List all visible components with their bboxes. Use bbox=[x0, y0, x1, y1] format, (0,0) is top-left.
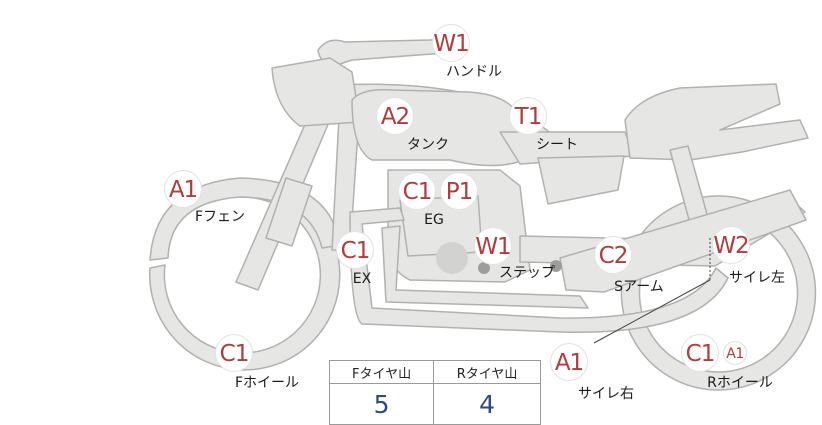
step-peg-dot-2 bbox=[550, 260, 562, 272]
step-peg-dot bbox=[478, 262, 490, 274]
seat-label: シート bbox=[536, 137, 578, 153]
front-wheel-shape bbox=[149, 179, 341, 371]
tire-table-header-row: Fタイヤ山 Rタイヤ山 bbox=[328, 360, 541, 384]
rear-tire-value[interactable]: 4 bbox=[433, 383, 541, 425]
rear-tire-header: Rタイヤ山 bbox=[433, 360, 541, 384]
tank-shape bbox=[351, 88, 523, 167]
handle-code-badge[interactable]: W1 bbox=[432, 24, 470, 62]
headlight-shape bbox=[271, 57, 361, 127]
muffler-right-label: サイレ右 bbox=[578, 386, 634, 402]
muffler-left-code-badge[interactable]: W2 bbox=[712, 226, 750, 264]
engine-code-badge-1[interactable]: C1 bbox=[398, 172, 436, 210]
front-fender-code-badge[interactable]: A1 bbox=[164, 170, 202, 208]
front-wheel-label: Fホイール bbox=[234, 375, 300, 391]
step-label: ステップ bbox=[499, 265, 555, 281]
side-cover-shape bbox=[537, 155, 625, 205]
exhaust-code-badge[interactable]: C1 bbox=[336, 231, 374, 269]
engine-code-badge-2[interactable]: P1 bbox=[440, 172, 478, 210]
muffler-right-leader bbox=[593, 279, 711, 344]
swing-arm-code-badge[interactable]: C2 bbox=[594, 236, 632, 274]
swing-arm-label: Sアーム bbox=[614, 279, 664, 295]
step-code-badge[interactable]: W1 bbox=[474, 227, 512, 265]
tank-label: タンク bbox=[407, 137, 449, 153]
tire-tread-table: Fタイヤ山 Rタイヤ山 5 4 bbox=[328, 360, 541, 425]
fork-tube-shape bbox=[265, 177, 313, 247]
rear-wheel-code-badge-2[interactable]: A1 bbox=[723, 341, 747, 365]
muffler-left-label: サイレ左 bbox=[729, 270, 785, 286]
front-wheel-code-badge[interactable]: C1 bbox=[215, 334, 253, 372]
front-tire-value[interactable]: 5 bbox=[328, 383, 435, 425]
rear-wheel-code-badge-1[interactable]: C1 bbox=[681, 334, 719, 372]
front-fender-label: Fフェン bbox=[194, 209, 246, 225]
engine-label: EG bbox=[424, 212, 444, 228]
rear-wheel-label: Rホイール bbox=[707, 375, 773, 391]
handle-label: ハンドル bbox=[446, 64, 502, 80]
tail-shape bbox=[624, 83, 809, 161]
tire-table-value-row: 5 4 bbox=[328, 383, 541, 425]
front-tire-header: Fタイヤ山 bbox=[328, 360, 435, 384]
engine-detail-dot bbox=[436, 242, 468, 274]
muffler-right-code-badge[interactable]: A1 bbox=[550, 343, 588, 381]
tank-code-badge[interactable]: A2 bbox=[376, 97, 414, 135]
exhaust-label: EX bbox=[352, 271, 372, 287]
exhaust-pipe-2-shape bbox=[381, 225, 589, 309]
exhaust-pipe-shape bbox=[349, 207, 729, 334]
seat-code-badge[interactable]: T1 bbox=[509, 97, 547, 135]
